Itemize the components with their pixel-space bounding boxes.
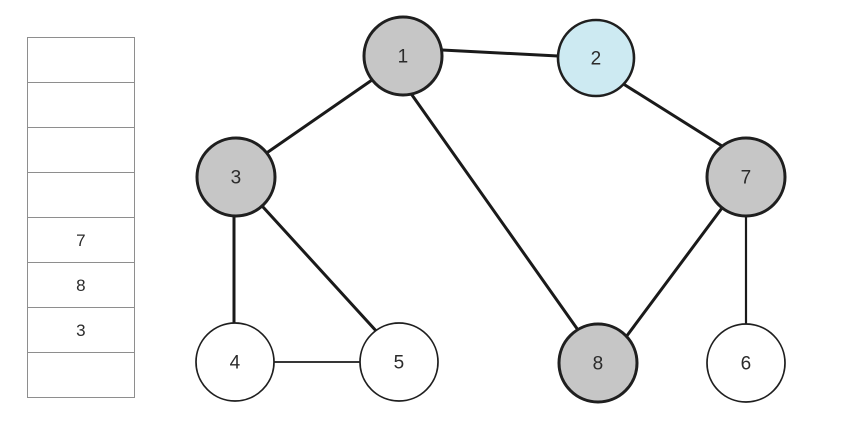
graph-node-circle-4[interactable]: [195, 322, 275, 402]
graph-edge-2-7: [623, 83, 724, 148]
graph-node-4[interactable]: 4: [195, 322, 275, 402]
graph-node-3[interactable]: 3: [195, 136, 277, 218]
stack-cell: [27, 127, 135, 172]
graph-node-label-8: 8: [593, 354, 604, 375]
stack-cell: [27, 82, 135, 127]
graph-node-label-2: 2: [591, 49, 602, 70]
graph-node-5[interactable]: 5: [359, 322, 439, 402]
graph-edge-1-3: [266, 78, 374, 154]
stack-cell: 3: [27, 307, 135, 352]
graph-edge-7-8: [624, 206, 724, 339]
node-layer: 1 2 3 7 4 5 8 6: [195, 15, 787, 404]
graph-edge-3-5: [261, 205, 380, 335]
graph-node-label-1: 1: [398, 47, 409, 68]
stack-panel: 7 8 3: [27, 37, 135, 398]
graph-node-circle-7[interactable]: [705, 136, 787, 218]
graph-node-circle-8[interactable]: [557, 322, 639, 404]
stack-cell: 7: [27, 217, 135, 262]
graph-node-label-3: 3: [231, 168, 242, 189]
stack-cell-value: 3: [76, 320, 86, 340]
graph-node-1[interactable]: 1: [362, 15, 444, 97]
graph-node-circle-5[interactable]: [359, 322, 439, 402]
stack-cell: [27, 172, 135, 217]
stack-cell-value: 7: [76, 230, 86, 250]
graph-node-8[interactable]: 8: [557, 322, 639, 404]
graph-node-circle-1[interactable]: [362, 15, 444, 97]
graph-node-6[interactable]: 6: [706, 323, 786, 403]
stack-cell-value: 8: [76, 275, 86, 295]
graph-node-label-7: 7: [741, 168, 752, 189]
graph-node-circle-2[interactable]: [556, 18, 636, 98]
graph-node-label-5: 5: [394, 353, 405, 374]
stack-cell: [27, 352, 135, 398]
edge-layer: [232, 48, 748, 363]
graph-edge-1-2: [440, 48, 560, 58]
graph-node-7[interactable]: 7: [705, 136, 787, 218]
graph-node-circle-3[interactable]: [195, 136, 277, 218]
graph-edge-1-8: [410, 93, 580, 332]
graph-node-2[interactable]: 2: [556, 18, 636, 98]
graph-node-label-4: 4: [230, 353, 241, 374]
stack-cell: [27, 37, 135, 82]
graph-node-label-6: 6: [741, 354, 752, 375]
graph-node-circle-6[interactable]: [706, 323, 786, 403]
stack-cell: 8: [27, 262, 135, 307]
